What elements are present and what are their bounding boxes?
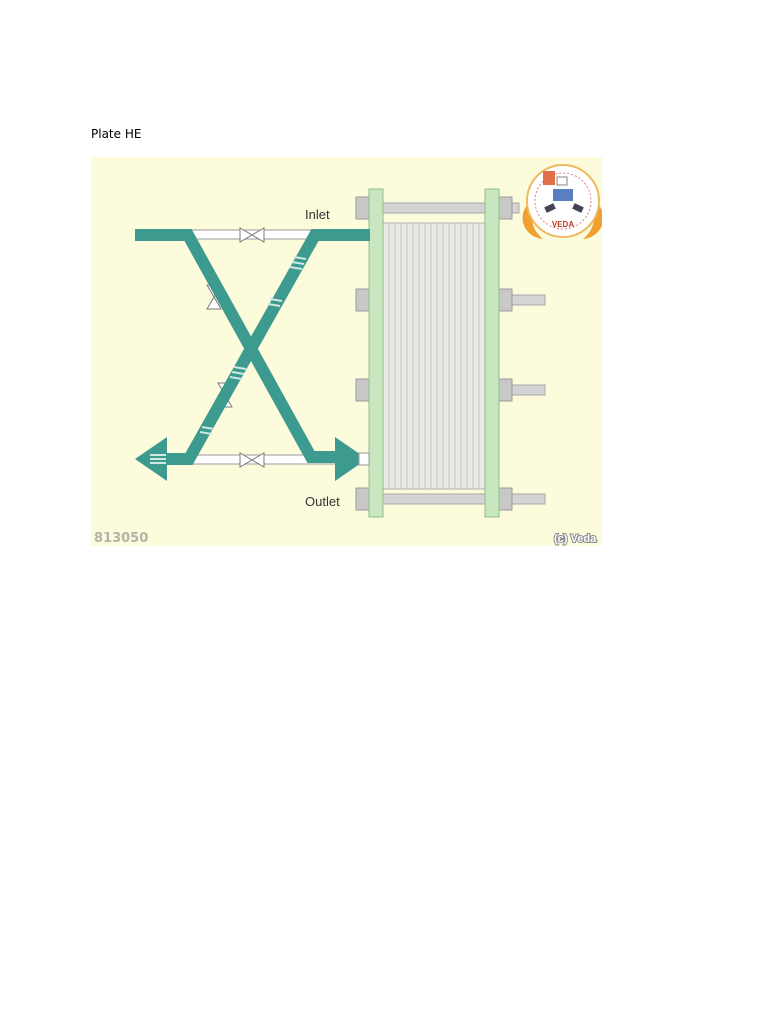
figure-background bbox=[91, 157, 602, 546]
inlet-label: Inlet bbox=[305, 207, 330, 222]
outlet-connection bbox=[358, 452, 370, 466]
valve-icon bbox=[239, 227, 265, 243]
logo-text: VEDA bbox=[552, 220, 574, 229]
page-heading: Plate HE bbox=[91, 127, 142, 141]
veda-logo: VEDA bbox=[522, 164, 602, 239]
outlet-arrow bbox=[335, 437, 367, 481]
valve-icon bbox=[239, 452, 265, 468]
copyright-text: (c) Veda bbox=[554, 533, 597, 545]
inlet-connection bbox=[323, 229, 370, 241]
pressure-frame-plate bbox=[484, 188, 500, 518]
pipe-stripes bbox=[150, 256, 307, 464]
plate-heat-exchanger-figure: Inlet Outlet 813050 (c) Veda VEDA bbox=[91, 157, 602, 546]
plate-pack bbox=[382, 222, 486, 490]
figure-id: 813050 bbox=[94, 531, 148, 546]
outlet-label: Outlet bbox=[305, 494, 340, 509]
fixed-frame-plate bbox=[368, 188, 384, 518]
